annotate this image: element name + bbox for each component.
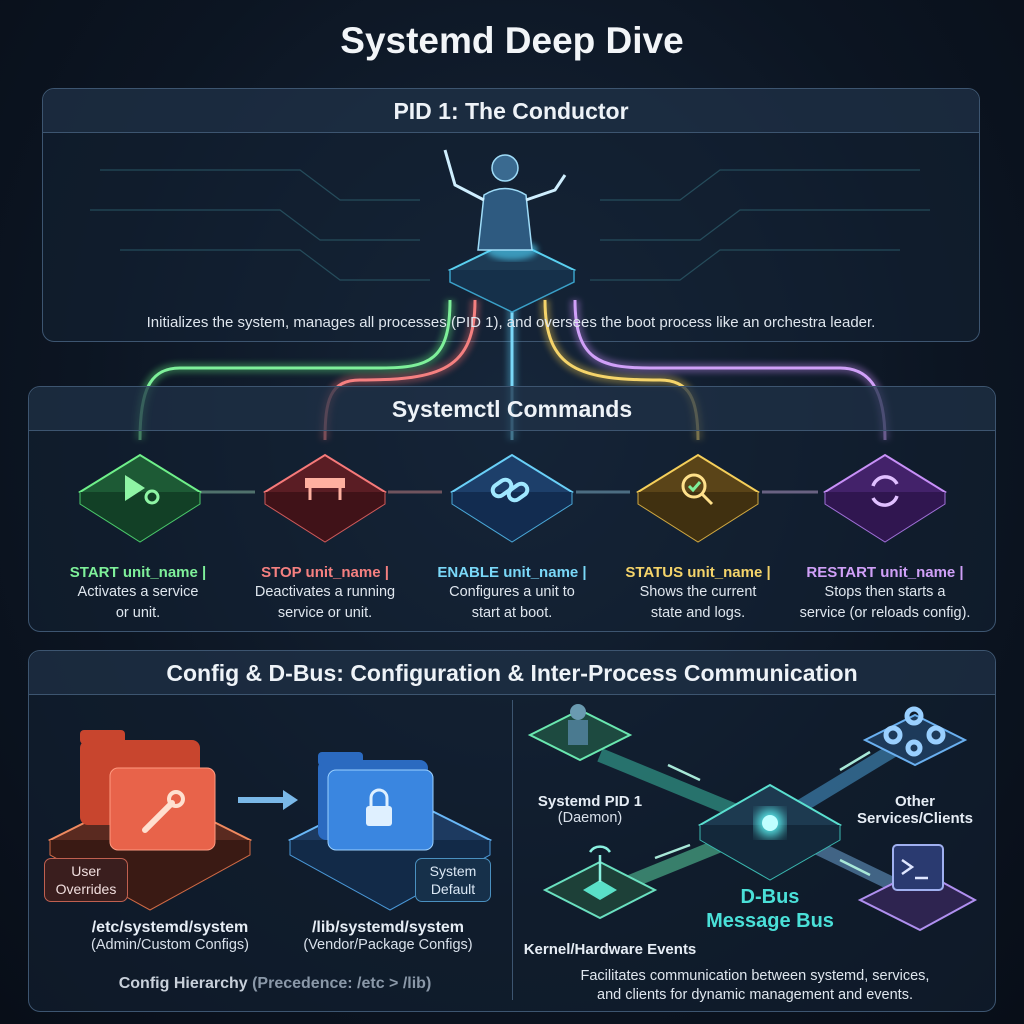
command-name: STATUS unit_name | xyxy=(625,564,771,581)
link-icon xyxy=(490,477,530,503)
stop-tile xyxy=(263,453,387,543)
wrench-icon xyxy=(142,800,175,833)
config-hierarchy: Config Hierarchy (Precedence: /etc > /li… xyxy=(40,975,510,993)
etc-path: /etc/systemd/system xyxy=(91,919,249,936)
command-desc: Activates a service xyxy=(77,584,199,600)
pid1-node-label: Systemd PID 1 xyxy=(537,793,643,810)
command-desc: service or unit. xyxy=(277,605,373,621)
config-heading: Config & D-Bus: Configuration & Inter-Pr… xyxy=(29,651,995,695)
enable-tile xyxy=(450,453,574,543)
user-overrides-badge: User Overrides xyxy=(44,858,128,902)
command-enable: ENABLE unit_name | Configures a unit to … xyxy=(417,564,607,623)
status-tile xyxy=(636,453,760,543)
command-start: START unit_name | Activates a service or… xyxy=(43,564,233,623)
section-divider xyxy=(512,700,513,1000)
start-tile xyxy=(78,453,202,543)
dbus-description: Facilitates communication between system… xyxy=(520,967,990,1005)
play-icon xyxy=(125,475,145,501)
kernel-chip-node xyxy=(542,845,658,920)
refresh-icon xyxy=(871,475,899,507)
pid1-heading: PID 1: The Conductor xyxy=(43,89,979,133)
dbus-label-line1: D-Bus xyxy=(740,886,800,908)
gear-icon xyxy=(883,706,946,757)
gears-services-node xyxy=(862,706,968,767)
command-name: RESTART unit_name | xyxy=(806,564,964,581)
dbus-description-line1: Facilitates communication between system… xyxy=(580,968,930,984)
systemctl-heading: Systemctl Commands xyxy=(29,387,995,431)
command-name: START unit_name | xyxy=(69,564,207,581)
command-name: ENABLE unit_name | xyxy=(437,564,587,581)
command-desc: start at boot. xyxy=(471,605,553,621)
circuit-traces xyxy=(90,169,930,281)
command-stop: STOP unit_name | Deactivates a running s… xyxy=(230,564,420,623)
lib-path-label: /lib/systemd/system (Vendor/Package Conf… xyxy=(258,919,518,953)
dbus-hub-icon xyxy=(697,783,843,881)
dbus-label-line2: Message Bus xyxy=(706,910,834,932)
pid1-node-sub: (Daemon) xyxy=(557,810,623,826)
command-restart: RESTART unit_name | Stops then starts a … xyxy=(780,564,990,623)
conductor-icon xyxy=(443,149,577,313)
lib-sub: (Vendor/Package Configs) xyxy=(303,937,473,953)
command-desc: state and logs. xyxy=(650,605,746,621)
lib-path: /lib/systemd/system xyxy=(311,919,465,936)
pid1-description: Initializes the system, manages all proc… xyxy=(146,314,876,331)
etc-sub: (Admin/Custom Configs) xyxy=(91,937,249,953)
antenna-icon xyxy=(588,845,612,882)
command-status: STATUS unit_name | Shows the current sta… xyxy=(603,564,793,623)
kernel-events-label: Kernel/Hardware Events xyxy=(523,941,697,958)
systemd-daemon-node xyxy=(527,704,633,762)
other-services-label: Other Services/Clients xyxy=(857,793,973,827)
page-title: Systemd Deep Dive xyxy=(340,20,684,61)
dbus-label: D-Bus Message Bus xyxy=(680,885,860,933)
user-folder-icon xyxy=(47,730,253,911)
command-desc: service (or reloads config). xyxy=(799,605,971,621)
hierarchy-precedence: (Precedence: /etc > /lib) xyxy=(252,975,432,992)
command-desc: Deactivates a running xyxy=(254,584,396,600)
system-folder-icon xyxy=(287,752,493,911)
terminal-client-node xyxy=(857,844,978,932)
hierarchy-title: Config Hierarchy xyxy=(118,975,248,992)
barrier-icon xyxy=(305,478,345,500)
magnifier-check-icon xyxy=(681,473,714,506)
command-desc: Shows the current xyxy=(639,584,757,600)
restart-tile xyxy=(823,453,947,543)
etc-path-label: /etc/systemd/system (Admin/Custom Config… xyxy=(40,919,300,953)
command-desc: or unit. xyxy=(115,605,161,621)
command-desc: Configures a unit to xyxy=(449,584,575,600)
system-default-badge: System Default xyxy=(415,858,491,902)
systemd-pid1-label: Systemd PID 1 (Daemon) xyxy=(530,793,650,826)
bidirectional-arrows xyxy=(654,750,871,877)
command-desc: Stops then starts a xyxy=(824,584,946,600)
dbus-description-line2: and clients for dynamic management and e… xyxy=(597,987,913,1003)
gear-icon xyxy=(144,489,160,505)
terminal-icon xyxy=(892,844,944,891)
command-name: STOP unit_name | xyxy=(261,564,389,581)
lock-icon xyxy=(366,788,392,826)
